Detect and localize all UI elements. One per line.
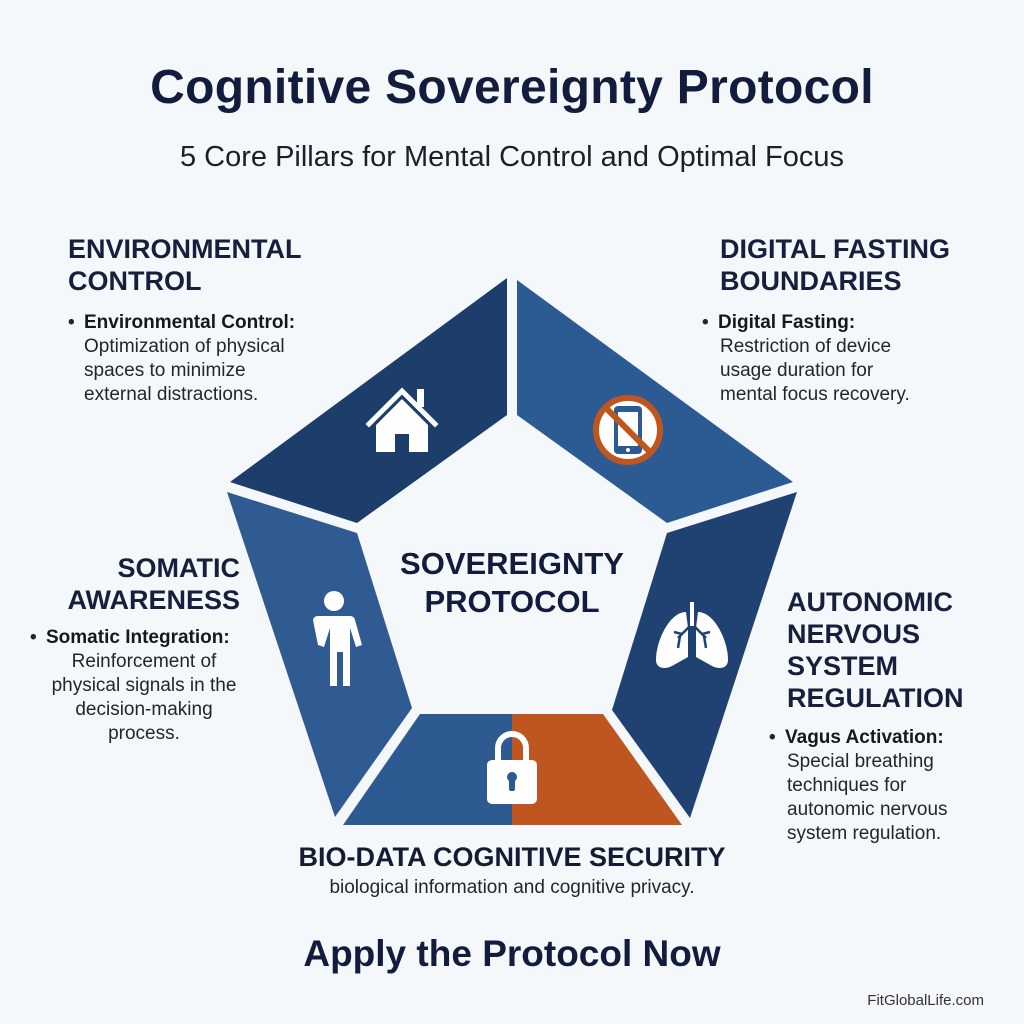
pillar-description: • Somatic Integration: Reinforcement of p… (24, 626, 264, 746)
pillar-heading: ENVIRONMENTAL CONTROL (68, 233, 302, 297)
apply-protocol-cta[interactable]: Apply the Protocol Now (303, 933, 721, 974)
body-line: external distractions. (84, 384, 259, 405)
body-line: Special breathing (787, 751, 934, 772)
pillar-description: •Digital Fasting: Restriction of device … (702, 311, 950, 407)
segment-environmental-control[interactable] (230, 278, 507, 523)
page-title: Cognitive Sovereignty Protocol (150, 61, 874, 114)
body-line: process. (108, 723, 180, 744)
segment-digital-fasting[interactable] (517, 280, 793, 523)
heading-line: BOUNDARIES (720, 266, 902, 296)
bullet-icon: • (30, 627, 37, 648)
heading-line: AUTONOMIC (787, 587, 953, 617)
no-phone-icon (593, 395, 663, 465)
body-line: techniques for (787, 775, 907, 796)
body-line: decision-making (75, 699, 213, 720)
pillar-heading: SOMATIC AWARENESS (24, 552, 264, 616)
watermark: FitGlobalLife.com (867, 992, 984, 1009)
body-line: physical signals in the (51, 675, 237, 696)
body-line: usage duration for (720, 360, 874, 381)
page-subtitle: 5 Core Pillars for Mental Control and Op… (179, 141, 845, 173)
heading-line: ENVIRONMENTAL (68, 234, 302, 264)
heading-line: NERVOUS (787, 619, 921, 649)
bullet-icon: • (702, 312, 709, 333)
pillar-bio-data-heading: BIO-DATA COGNITIVE SECURITY (298, 842, 726, 872)
body-line: spaces to minimize (84, 360, 246, 381)
body-line: autonomic nervous (787, 799, 948, 820)
pillar-heading: DIGITAL FASTING BOUNDARIES (720, 233, 950, 297)
heading-line: SYSTEM (787, 651, 899, 681)
bullet-lead: Digital Fasting: (718, 312, 856, 333)
heading-line: AWARENESS (67, 585, 240, 615)
center-label-line1: SOVEREIGNTY (400, 546, 624, 581)
pillar-bio-data-description: biological information and cognitive pri… (329, 877, 695, 898)
house-icon (365, 387, 439, 452)
bullet-icon: • (68, 312, 75, 333)
bullet-lead: Vagus Activation: (785, 727, 944, 748)
center-label-line2: PROTOCOL (424, 584, 600, 619)
pillar-description: • Vagus Activation: Special breathing tec… (769, 726, 964, 846)
pillar-digital-fasting: DIGITAL FASTING BOUNDARIES • Digital Fast… (702, 233, 950, 407)
bullet-lead: Environmental Control: (84, 312, 296, 333)
body-line: Reinforcement of (71, 651, 217, 672)
heading-line: REGULATION (787, 683, 964, 713)
heading-line: CONTROL (68, 266, 202, 296)
pillar-autonomic-regulation: AUTONOMIC NERVOUS SYSTEM REGULATION • Vag… (769, 586, 964, 846)
bullet-icon: • (769, 727, 776, 748)
segment-bio-data-left[interactable] (343, 714, 512, 825)
pillar-heading: AUTONOMIC NERVOUS SYSTEM REGULATION (787, 586, 964, 714)
pillar-environmental-control: ENVIRONMENTAL CONTROL • Environmental Con… (68, 233, 302, 407)
person-icon (313, 591, 362, 686)
lock-icon (487, 731, 537, 804)
segment-bio-data-right[interactable] (512, 714, 682, 825)
body-line: system regulation. (787, 823, 942, 844)
bullet-lead: Somatic Integration: (46, 627, 230, 648)
body-line: Restriction of device (720, 336, 892, 357)
segment-somatic-awareness[interactable] (227, 492, 412, 817)
heading-line: SOMATIC (117, 553, 241, 583)
pillar-description: • Environmental Control: Optimization of … (68, 311, 302, 407)
center-label: SOVEREIGNTY PROTOCOL (362, 545, 662, 621)
heading-line: DIGITAL FASTING (720, 234, 951, 264)
body-line: mental focus recovery. (720, 384, 910, 405)
pillar-somatic-awareness: SOMATIC AWARENESS • Somatic Integration: … (24, 552, 264, 746)
lungs-icon (656, 602, 728, 668)
body-line: Optimization of physical (84, 336, 285, 357)
